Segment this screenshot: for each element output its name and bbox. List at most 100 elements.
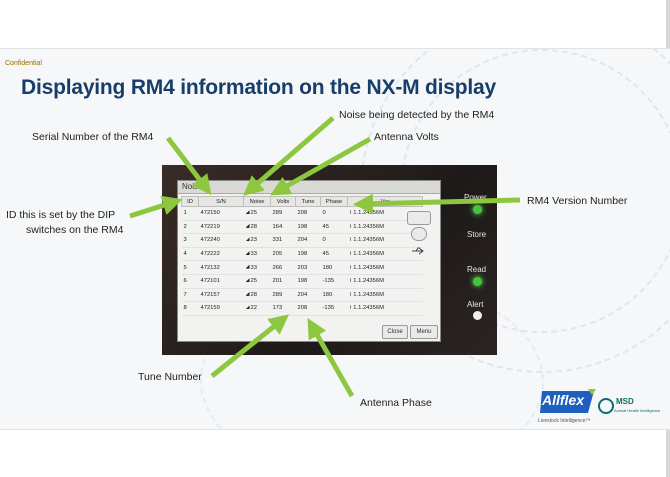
version-icon: ≀ <box>349 237 354 244</box>
table-cell: 180 <box>320 288 348 303</box>
table-cell: 5 <box>181 260 199 275</box>
callout-id-line1: ID this is set by the DIP <box>6 209 116 221</box>
table-cell: -135 <box>320 274 348 289</box>
cell-value: 45 <box>322 251 329 258</box>
cell-value: 204 <box>297 291 308 298</box>
version-icon: ≀ <box>349 223 354 230</box>
cell-value: 33 <box>250 251 257 258</box>
cell-value: 198 <box>297 251 308 258</box>
callout-tune: Tune Number <box>138 371 202 383</box>
cell-value: 201 <box>272 278 283 285</box>
version-icon: ≀ <box>349 278 354 285</box>
version-icon: ≀ <box>349 291 354 298</box>
cell-value: 198 <box>297 278 308 285</box>
table-cell: 28 <box>243 288 271 303</box>
table-cell: 205 <box>270 247 296 262</box>
table-cell: 266 <box>270 260 296 275</box>
cell-value: 0 <box>322 237 326 244</box>
table-cell: 33 <box>243 260 271 275</box>
cell-value: 4 <box>183 251 187 258</box>
cell-value: 472101 <box>200 278 220 285</box>
table-cell: 198 <box>295 247 321 262</box>
cell-value: 1.1.24356M <box>353 251 384 258</box>
cell-value: 2 <box>183 223 187 230</box>
arrow-volts <box>270 136 372 196</box>
table-cell: 180 <box>320 260 348 275</box>
cell-value: 5 <box>183 264 187 271</box>
cell-value: 289 <box>272 291 283 298</box>
cell-value: 331 <box>272 237 283 244</box>
table-cell: 201 <box>270 274 296 289</box>
arrow-version <box>353 193 521 214</box>
cell-value: 1.1.24356M <box>353 278 384 285</box>
callout-noise: Noise being detected by the RM4 <box>339 109 495 121</box>
power-label: Power <box>464 193 487 202</box>
table-cell: ≀ 1.1.24356M <box>347 301 423 316</box>
version-icon: ≀ <box>349 210 354 217</box>
table-cell: 45 <box>320 220 348 235</box>
table-cell: 25 <box>243 274 271 289</box>
cell-value: 472222 <box>200 251 220 258</box>
refresh-icon[interactable] <box>411 227 427 241</box>
cell-value: 1.1.24356M <box>353 223 384 230</box>
table-cell: ≀ 1.1.24356M <box>347 247 423 262</box>
cell-value: 1.1.24356M <box>353 305 384 312</box>
close-button[interactable]: Close <box>382 325 408 339</box>
cell-value: 289 <box>272 210 283 217</box>
signal-icon <box>245 223 250 228</box>
arrow-id <box>129 195 183 219</box>
table-cell: 22 <box>243 301 271 316</box>
table-cell: 203 <box>295 260 321 275</box>
cell-value: 204 <box>297 237 308 244</box>
usb-icon <box>411 243 425 255</box>
cell-value: 28 <box>250 291 257 298</box>
cell-value: 472240 <box>200 237 220 244</box>
table-cell: 25 <box>243 206 271 221</box>
msd-wordmark: MSD <box>616 397 634 406</box>
table-cell: ≀ 1.1.24356M <box>347 274 423 289</box>
device-photo: Noise ID S/N Noise Volts Tune Phase Ver … <box>162 165 497 355</box>
table-cell: 204 <box>295 233 321 248</box>
cell-value: 1.1.24356M <box>353 264 384 271</box>
cell-value: 208 <box>297 305 308 312</box>
signal-icon <box>245 305 250 310</box>
cell-value: 472159 <box>200 305 220 312</box>
table-cell: 198 <box>295 220 321 235</box>
callout-id-line2: switches on the RM4 <box>26 224 124 236</box>
table-cell: 472157 <box>198 288 244 303</box>
table-cell: 28 <box>243 220 271 235</box>
table-cell: 198 <box>295 274 321 289</box>
cell-value: 472150 <box>200 210 220 217</box>
callout-version: RM4 Version Number <box>527 195 628 207</box>
cell-value: 33 <box>250 264 257 271</box>
device-screen: Noise ID S/N Noise Volts Tune Phase Ver … <box>177 180 441 342</box>
power-led <box>473 205 482 214</box>
signal-icon <box>245 264 250 269</box>
table-cell: 33 <box>243 247 271 262</box>
table-cell: 208 <box>295 206 321 221</box>
table-row[interactable]: 4 472222 33 205 198 45 ≀ 1.1.24356M <box>181 247 423 262</box>
screen-side-button[interactable] <box>407 211 431 225</box>
msd-logo-icon <box>598 398 614 414</box>
table-cell: 7 <box>181 288 199 303</box>
table-cell: -135 <box>320 301 348 316</box>
arrow-serial <box>166 136 212 196</box>
menu-button[interactable]: Menu <box>410 325 438 339</box>
table-cell: 289 <box>270 206 296 221</box>
signal-icon <box>245 291 250 296</box>
cell-value: 1.1.24356M <box>353 291 384 298</box>
store-label: Store <box>467 230 487 239</box>
table-cell: 204 <box>295 288 321 303</box>
cell-value: 45 <box>322 223 329 230</box>
cell-value: 205 <box>272 251 283 258</box>
version-icon: ≀ <box>349 305 354 312</box>
cell-value: 22 <box>250 305 257 312</box>
table-cell: 8 <box>181 301 199 316</box>
